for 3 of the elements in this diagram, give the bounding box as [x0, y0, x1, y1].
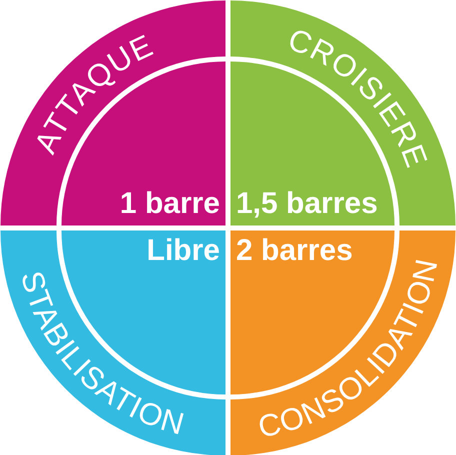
quadrant-label: 1,5 barres: [236, 187, 378, 220]
quadrant-label: Libre: [146, 234, 220, 267]
quadrant-label: 1 barre: [120, 187, 220, 220]
